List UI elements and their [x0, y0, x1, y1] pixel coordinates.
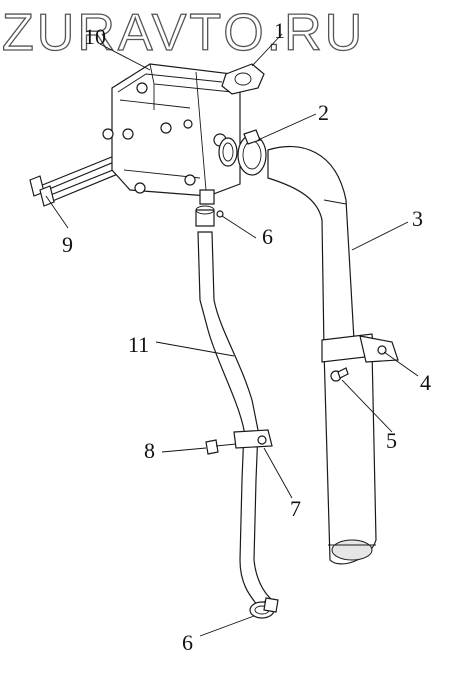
part-8-bolt: [205, 439, 237, 455]
callout-7: 7: [290, 496, 301, 521]
callout-4: 4: [420, 370, 431, 395]
callout-3: 3: [412, 206, 423, 231]
callout-9: 9: [62, 232, 73, 257]
part-3-tailpipe: [267, 145, 377, 565]
part-4-pipe-clamp: [321, 333, 399, 363]
callout-5: 5: [386, 428, 397, 453]
part-9-bolts: [29, 151, 131, 207]
callout-10: 10: [84, 24, 106, 49]
callout-6-upper: 6: [262, 224, 273, 249]
part-10-muffler: [102, 63, 241, 205]
callout-1: 1: [274, 18, 285, 43]
part-7-hose-bracket: [233, 429, 273, 449]
part-6-lower-clamp: [249, 597, 279, 619]
callout-6-lower: 6: [182, 630, 193, 655]
callout-2: 2: [318, 100, 329, 125]
watermark-text: ZURAVTO.RU: [2, 4, 365, 62]
part-5-bolt: [330, 367, 349, 382]
callout-8: 8: [144, 438, 155, 463]
part-2-clamp: [237, 129, 267, 176]
callout-11: 11: [128, 332, 149, 357]
part-1-gasket: [221, 63, 265, 95]
leader-lines: [45, 33, 419, 637]
part-11-hose: [197, 231, 271, 607]
part-6-upper-connector: [195, 205, 224, 227]
